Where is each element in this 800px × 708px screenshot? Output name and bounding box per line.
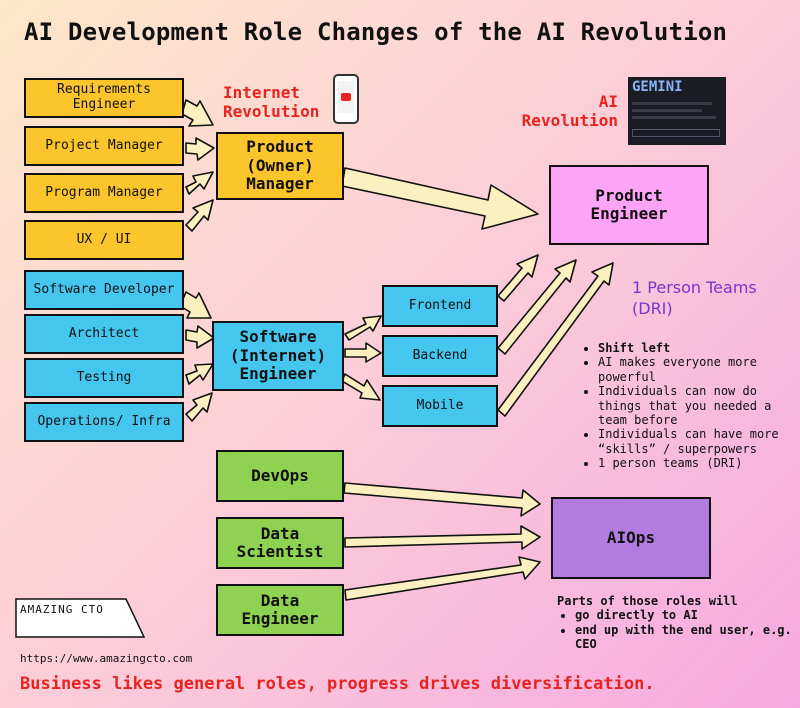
role-operations-infra: Operations/ Infra — [24, 402, 184, 442]
arrow-datascientist-to-aiops — [344, 525, 541, 550]
benefit-item: Shift left — [598, 341, 798, 355]
gemini-terminal-icon: GEMINI — [628, 77, 726, 145]
arrow-swe-to-mobile — [341, 373, 381, 401]
aiops-note-title: Parts of those roles will — [557, 594, 738, 608]
product-owner-manager-box: Product (Owner) Manager — [216, 132, 344, 200]
role-ux-ui: UX / UI — [24, 220, 184, 260]
role-requirements-engineer: Requirements Engineer — [24, 78, 184, 118]
benefit-item: Individuals can have more “skills” / sup… — [598, 427, 798, 456]
website-url[interactable]: https://www.amazingcto.com — [20, 652, 193, 665]
arrow-dataengineer-to-aiops — [344, 556, 541, 601]
ai-revolution-label: AI Revolution — [521, 92, 618, 131]
arrow-architect-to-swe — [185, 325, 215, 349]
benefits-list: Shift left AI makes everyone more powerf… — [578, 341, 798, 471]
arrow-product-owner-to-product-engineer — [341, 167, 539, 230]
role-software-developer: Software Developer — [24, 270, 184, 310]
mobile-box: Mobile — [382, 385, 498, 427]
role-program-manager: Program Manager — [24, 173, 184, 213]
gemini-logo: GEMINI — [632, 79, 683, 95]
benefit-item: AI makes everyone more powerful — [598, 355, 798, 384]
arrow-devops-to-aiops — [343, 482, 541, 517]
smartphone-icon — [333, 74, 359, 124]
footer-tagline: Business likes general roles, progress d… — [20, 674, 655, 694]
arrow-backend-to-product-engineer — [497, 259, 577, 355]
data-engineer-box: Data Engineer — [216, 584, 344, 636]
benefit-item: 1 person teams (DRI) — [598, 456, 798, 470]
data-scientist-box: Data Scientist — [216, 517, 344, 569]
benefit-item: Individuals can now do things that you n… — [598, 384, 798, 427]
devops-box: DevOps — [216, 450, 344, 502]
arrow-ops-to-swe — [185, 392, 213, 422]
arrow-programmgr-to-product-owner — [185, 171, 214, 195]
aiops-note: Parts of those roles will go directly to… — [557, 594, 793, 652]
aiops-note-item: end up with the end user, e.g. CEO — [575, 623, 793, 652]
arrow-softdev-to-swe — [179, 291, 212, 319]
product-engineer-box: Product Engineer — [549, 165, 709, 245]
role-architect: Architect — [24, 314, 184, 354]
amazing-cto-logo — [15, 598, 146, 638]
role-project-manager: Project Manager — [24, 126, 184, 166]
internet-revolution-label: Internet Revolution — [223, 83, 320, 122]
arrow-frontend-to-product-engineer — [497, 254, 539, 302]
brand-name: AMAZING CTO — [20, 603, 104, 616]
arrow-ux-to-product-owner — [185, 199, 214, 232]
arrow-testing-to-swe — [185, 363, 214, 385]
aiops-box: AIOps — [551, 497, 711, 579]
role-testing: Testing — [24, 358, 184, 398]
frontend-box: Frontend — [382, 285, 498, 327]
arrow-projectmgr-to-product-owner — [185, 137, 215, 161]
one-person-teams-label: 1 Person Teams (DRI) — [632, 278, 757, 318]
arrow-requirements-to-product-owner — [181, 99, 214, 127]
software-engineer-box: Software (Internet) Engineer — [212, 321, 344, 391]
page-title: AI Development Role Changes of the AI Re… — [24, 18, 728, 46]
aiops-note-item: go directly to AI — [575, 608, 793, 622]
backend-box: Backend — [382, 335, 498, 377]
arrow-swe-to-backend — [344, 342, 382, 363]
arrow-swe-to-frontend — [344, 315, 382, 341]
arrow-mobile-to-product-engineer — [497, 262, 614, 417]
